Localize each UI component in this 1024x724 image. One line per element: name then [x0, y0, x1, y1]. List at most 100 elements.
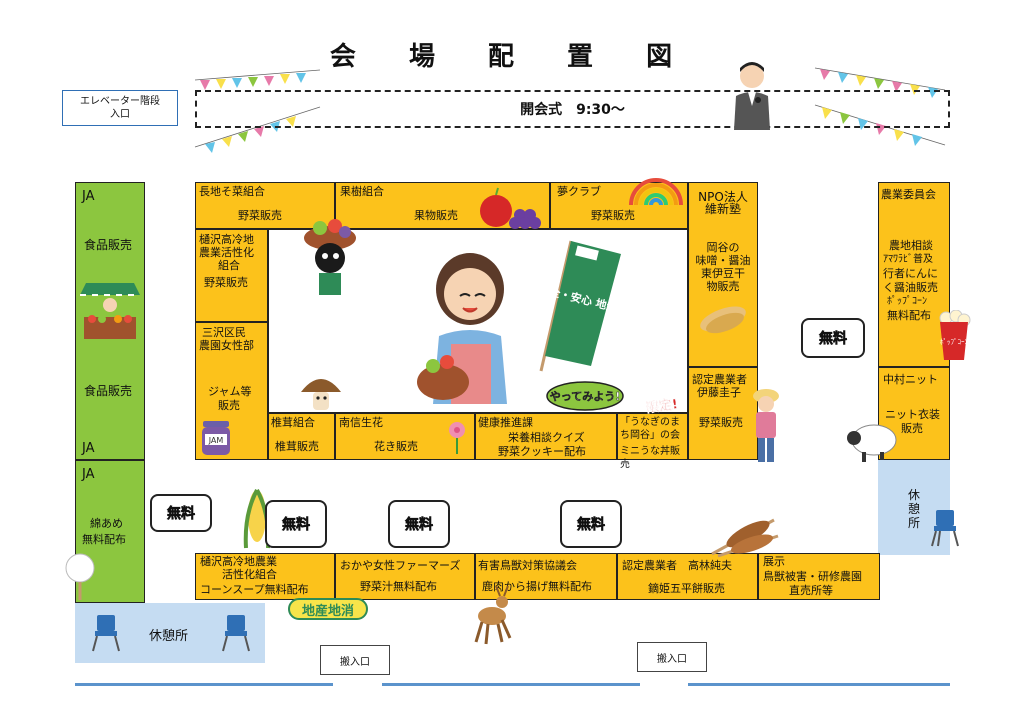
free-badge-nogyo-text: 無料 [819, 331, 848, 348]
deer-icon [474, 585, 512, 645]
booth-hisawa-bottom: 樋沢高冷地農業 活性化組合 コーンスープ無料配布 [195, 553, 335, 600]
elevator-line2: 入口 [110, 109, 130, 120]
cotton-candy-icon [65, 553, 95, 600]
chair-icon [222, 615, 250, 652]
booth-takabayashi: 認定農業者 高林純夫 鏑姫五平餅販売 [617, 553, 758, 600]
booth-nogyo-desc4: く醤油販売 [883, 281, 938, 294]
booth-nogyo-desc5: ﾎﾟｯﾌﾟｺｰﾝ [887, 296, 927, 307]
booth-hisawa-bottom-name1: 樋沢高冷地農業 [200, 555, 277, 568]
booth-nanshin-name: 南信生花 [339, 416, 383, 429]
popcorn-icon: ﾎﾟｯﾌﾟｺｰﾝ [939, 310, 971, 360]
booth-choju-desc: 鹿肉から揚げ無料配布 [482, 580, 592, 593]
booth-shiitake-name: 椎茸組合 [271, 416, 315, 429]
rest-area-right-label3: 所 [908, 516, 921, 530]
free-badge-okaya-text: 無料 [405, 517, 434, 534]
free-badge-hisawa: 無料 [265, 500, 327, 548]
popcorn-label: ﾎﾟｯﾌﾟｺｰﾝ [940, 338, 968, 346]
booth-npo-desc1: 岡谷の [706, 241, 740, 254]
opening-ceremony-area: 開会式 9:30～ [195, 90, 950, 128]
ja-top-desc1: 食品販売 [84, 238, 133, 252]
booth-nagachi-name: 長地そ菜組合 [199, 185, 265, 198]
booth-misawa: 三沢区民 農園女性部 ジャム等 販売 JAM [195, 322, 268, 460]
page-title: 会 場 配 置 図 [329, 42, 695, 72]
rest-area-right-label1: 休 [908, 488, 921, 502]
booth-ito: 認定農業者 伊藤圭子 野菜販売 [688, 367, 758, 460]
booth-nogyo-desc3: 行者にんに [883, 267, 938, 280]
delivery-entrance-left-label: 搬入口 [340, 656, 370, 668]
booth-takabayashi-desc: 鏑姫五平餅販売 [648, 582, 725, 595]
booth-yume-desc: 野菜販売 [591, 209, 635, 222]
flower-icon [449, 422, 465, 454]
mushroom-character-icon [301, 379, 341, 410]
sheep-icon [847, 424, 897, 462]
booth-tenji: 展示 鳥獣被害・研修農園 直売所等 [758, 553, 880, 600]
ceremony-label: 開会式 9:30～ [520, 102, 625, 118]
booth-hisawa-left-name3: 組合 [218, 259, 240, 272]
booth-nakamura: 中村ニット ニット衣装 販売 [878, 367, 950, 460]
ja-top-label: JA [82, 189, 95, 204]
booth-unagi-name1: 「うなぎのま [620, 417, 680, 428]
farmer-woman-illustration [417, 253, 507, 404]
chisan-chisho-badge: 地産地消 [288, 598, 368, 620]
booth-npo: NPO法人 維新塾 岡谷の 味噌・醤油 東伊豆干 物販売 [688, 182, 758, 367]
booth-nanshin-desc: 花き販売 [374, 440, 418, 453]
booth-shiitake: 椎茸組合 椎茸販売 [268, 413, 335, 460]
booth-nogyo: 農業委員会 農地相談 ｱﾏﾜﾗﾋﾞ普及 行者にんに く醤油販売 ﾎﾟｯﾌﾟｺｰﾝ… [878, 182, 950, 367]
booth-nakamura-desc1: ニット衣装 [885, 408, 940, 421]
rainbow-icon [629, 178, 683, 206]
booth-nogyo-desc1: 農地相談 [889, 239, 933, 252]
booth-nogyo-desc2: ｱﾏﾜﾗﾋﾞ普及 [883, 254, 933, 265]
wall-line-middle [382, 683, 640, 686]
booth-kenko: 健康推進課 栄養相談クイズ 野菜クッキー配布 [475, 413, 617, 460]
booth-misawa-desc1: ジャム等 [208, 385, 252, 398]
booth-nogyo-desc6: 無料配布 [887, 309, 931, 322]
booth-tenji-name: 展示 [763, 555, 785, 568]
central-open-area: 安全・安心 地元農産物 やってみよう! [268, 219, 688, 413]
booth-tenji-desc1: 鳥獣被害・研修農園 [763, 570, 862, 583]
booth-nakamura-desc2: 販売 [901, 422, 923, 435]
booth-kenko-desc1: 栄養相談クイズ [508, 431, 585, 444]
ja-bottom-label: JA [82, 467, 95, 482]
apple-grape-icon [480, 187, 541, 229]
booth-hisawa-left: 樋沢高冷地 農業活性化 組合 野菜販売 [195, 229, 268, 322]
booth-npo-desc2: 味噌・醤油 [695, 254, 751, 267]
booth-kaju-desc: 果物販売 [414, 209, 458, 222]
jam-label: JAM [208, 436, 224, 445]
booth-misawa-name1: 三沢区民 [202, 326, 246, 339]
booth-hisawa-bottom-desc: コーンスープ無料配布 [200, 583, 309, 596]
delivery-entrance-left: 搬入口 [320, 645, 390, 675]
booth-misawa-name2: 農園女性部 [199, 339, 254, 352]
booth-unagi-desc: ミニうな丼販売 [620, 446, 680, 470]
booth-kaju: 果樹組合 果物販売 [335, 182, 550, 229]
booth-npo-name2: 維新塾 [704, 202, 741, 216]
rest-area-bottom-label: 休憩所 [149, 629, 189, 644]
free-badge-nogyo: 無料 [801, 318, 865, 358]
booth-unagi-name2: ち岡谷」の会 [620, 430, 680, 441]
booth-hisawa-bottom-name2: 活性化組合 [222, 568, 277, 581]
booth-okaya-name: おかや女性ファーマーズ [340, 559, 461, 572]
ja-top-label2: JA [82, 441, 95, 456]
rest-area-bottom: 休憩所 [75, 603, 265, 663]
booth-hisawa-left-desc: 野菜販売 [204, 276, 248, 289]
booth-nagachi-desc: 野菜販売 [238, 209, 282, 222]
rest-area-right-label2: 憩 [908, 502, 921, 516]
yattemiyou-text: やってみよう! [550, 390, 620, 403]
gohei-mochi-icon [711, 518, 779, 558]
booth-kenko-name: 健康推進課 [478, 416, 533, 429]
chair-icon [92, 615, 120, 652]
booth-nagachi: 長地そ菜組合 野菜販売 [195, 182, 335, 229]
wall-line-right [688, 683, 950, 686]
booth-ja-top: JA 食品販売 食品販売 JA [75, 182, 145, 460]
elevator-line1: エレベーター階段 [80, 96, 160, 107]
booth-hisawa-left-name1: 樋沢高冷地 [199, 233, 254, 246]
free-badge-hisawa-text: 無料 [282, 517, 311, 534]
free-badge-choju: 無料 [560, 500, 622, 548]
ja-bottom-desc2: 無料配布 [82, 533, 126, 546]
booth-npo-desc4: 物販売 [706, 280, 740, 293]
booth-ito-name1: 認定農業者 [692, 373, 747, 386]
booth-kaju-name: 果樹組合 [340, 185, 384, 198]
chair-icon [931, 510, 959, 547]
jam-jar-icon: JAM [202, 421, 230, 455]
booth-tenji-desc2: 直売所等 [789, 584, 833, 597]
elevator-entrance: エレベーター階段 入口 [62, 90, 178, 126]
